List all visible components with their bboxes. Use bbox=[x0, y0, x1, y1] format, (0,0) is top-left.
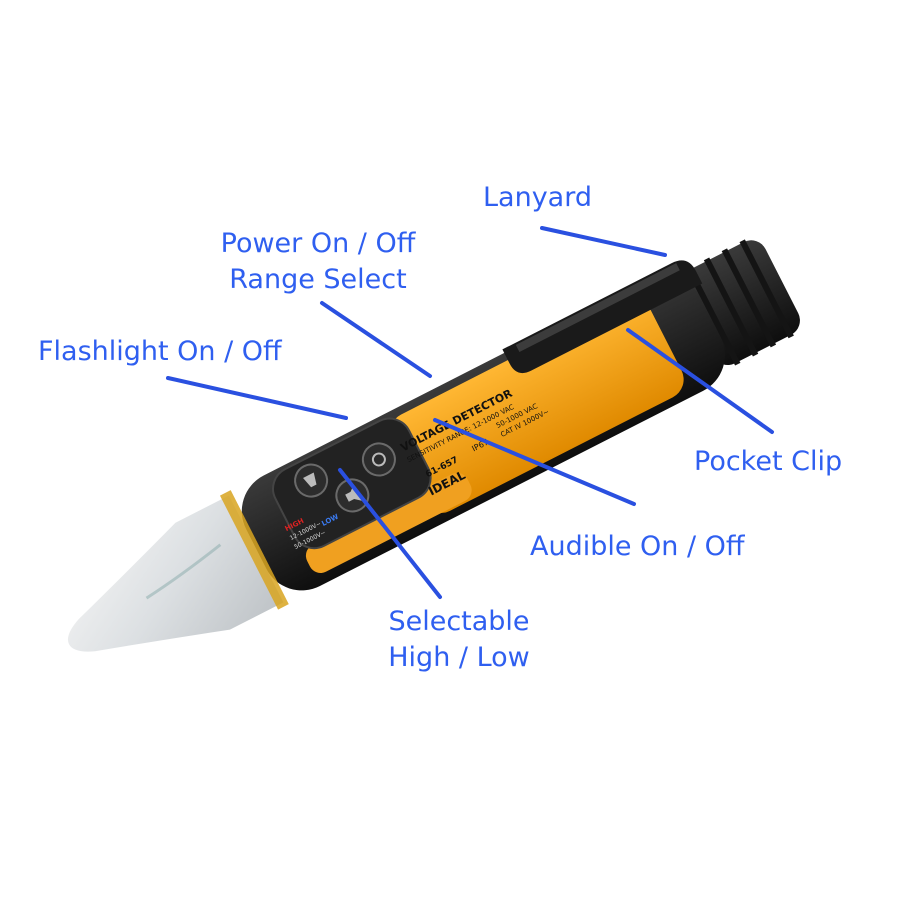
body-orange-section bbox=[390, 298, 684, 513]
power-leader bbox=[320, 301, 432, 378]
callout-power-line2: Range Select bbox=[229, 264, 407, 295]
speaker-icon bbox=[345, 484, 362, 502]
callout-selectable-line1: Selectable bbox=[388, 606, 530, 637]
flashlight-leader bbox=[166, 376, 348, 420]
flashlight-icon bbox=[303, 472, 317, 488]
callout-selectable-line2: High / Low bbox=[388, 642, 530, 673]
grip-orange-strip bbox=[305, 472, 472, 573]
pocket-clip-leader bbox=[626, 328, 774, 434]
pocket-clip bbox=[502, 260, 703, 374]
selectable-leader bbox=[338, 468, 442, 599]
power-button bbox=[361, 442, 396, 477]
callout-power-line1: Power On / Off bbox=[220, 228, 416, 259]
voltage-detector: VOLTAGE DETECTOR SENSITIVITY RANGE: 12-1… bbox=[67, 239, 800, 652]
callout-power: Power On / Off Range Select bbox=[200, 226, 436, 298]
audible-leader bbox=[433, 418, 636, 506]
leader-lines bbox=[166, 226, 774, 599]
power-icon bbox=[371, 452, 386, 467]
sensor-tip bbox=[67, 490, 289, 652]
callout-selectable: Selectable High / Low bbox=[362, 604, 556, 676]
callout-audible: Audible On / Off bbox=[530, 531, 745, 562]
lanyard-leader bbox=[540, 226, 667, 257]
callout-pocket-clip: Pocket Clip bbox=[694, 446, 843, 477]
callout-flashlight: Flashlight On / Off bbox=[38, 336, 282, 367]
callout-lanyard: Lanyard bbox=[483, 182, 592, 213]
